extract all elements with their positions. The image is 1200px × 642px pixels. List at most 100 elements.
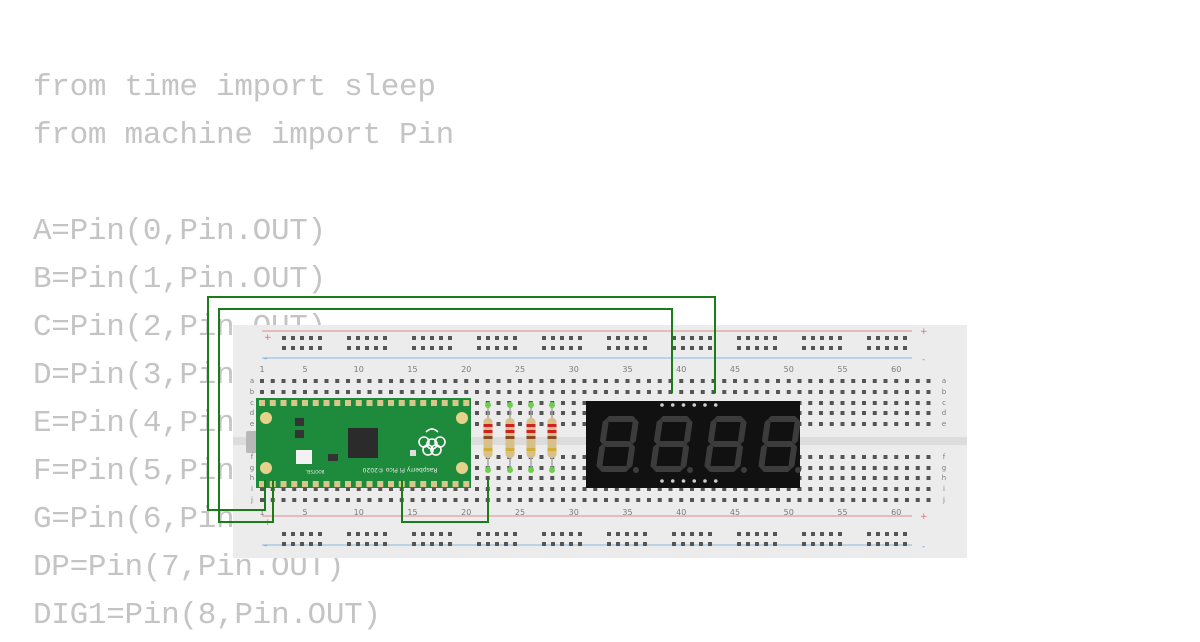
breadboard-hole[interactable] [776,379,780,383]
rail-hole[interactable] [551,542,555,546]
rail-hole[interactable] [699,532,703,536]
breadboard-hole[interactable] [270,390,275,394]
resistor-endpoint[interactable] [485,402,491,408]
rail-hole[interactable] [838,336,842,340]
breadboard-hole[interactable] [883,476,888,480]
breadboard-hole[interactable] [883,498,888,502]
breadboard-hole[interactable] [819,476,823,480]
rail-hole[interactable] [802,532,806,536]
breadboard-hole[interactable] [883,411,888,415]
rail-hole[interactable] [542,542,546,546]
breadboard-hole[interactable] [421,390,426,394]
rail-hole[interactable] [569,336,573,340]
rail-hole[interactable] [291,346,295,350]
breadboard-hole[interactable] [819,466,823,470]
breadboard-hole[interactable] [668,487,673,491]
breadboard-hole[interactable] [496,422,501,426]
breadboard-hole[interactable] [636,379,641,383]
rail-hole[interactable] [486,336,490,340]
breadboard-hole[interactable] [915,466,920,470]
breadboard-hole[interactable] [335,487,340,491]
rail-hole[interactable] [672,542,676,546]
breadboard-hole[interactable] [539,411,544,415]
breadboard-hole[interactable] [829,476,834,480]
breadboard-hole[interactable] [260,390,264,394]
breadboard-hole[interactable] [582,487,587,491]
breadboard-hole[interactable] [647,487,651,491]
rail-hole[interactable] [448,542,452,546]
breadboard-hole[interactable] [507,476,512,480]
breadboard-hole[interactable] [829,422,834,426]
breadboard-hole[interactable] [518,466,522,470]
rail-hole[interactable] [867,346,871,350]
breadboard-hole[interactable] [851,401,856,405]
breadboard-hole[interactable] [733,498,737,502]
breadboard-hole[interactable] [905,466,909,470]
rail-hole[interactable] [356,532,360,536]
breadboard-hole[interactable] [711,379,716,383]
rail-hole[interactable] [811,336,815,340]
rail-hole[interactable] [634,532,638,536]
breadboard-hole[interactable] [905,487,909,491]
breadboard-hole[interactable] [679,390,684,394]
breadboard-hole[interactable] [582,476,587,480]
rail-hole[interactable] [560,542,564,546]
rail-hole[interactable] [513,346,517,350]
breadboard-hole[interactable] [389,498,393,502]
breadboard-hole[interactable] [539,498,544,502]
breadboard-hole[interactable] [324,379,329,383]
rail-hole[interactable] [607,532,611,536]
breadboard-hole[interactable] [475,390,479,394]
rail-hole[interactable] [690,336,694,340]
breadboard-hole[interactable] [421,498,426,502]
rail-hole[interactable] [699,346,703,350]
rail-hole[interactable] [486,532,490,536]
breadboard-hole[interactable] [711,487,716,491]
breadboard-hole[interactable] [561,379,565,383]
rail-hole[interactable] [356,542,360,546]
breadboard-hole[interactable] [496,401,501,405]
rail-hole[interactable] [578,336,582,340]
breadboard-hole[interactable] [797,498,802,502]
rail-hole[interactable] [867,542,871,546]
rail-hole[interactable] [672,532,676,536]
breadboard-hole[interactable] [561,422,565,426]
breadboard-hole[interactable] [657,498,662,502]
breadboard-hole[interactable] [754,379,759,383]
breadboard-hole[interactable] [496,455,501,459]
rail-hole[interactable] [477,532,481,536]
breadboard-hole[interactable] [453,498,458,502]
rail-hole[interactable] [681,532,685,536]
breadboard-hole[interactable] [561,411,565,415]
resistor-endpoint[interactable] [507,402,513,408]
breadboard-hole[interactable] [421,379,426,383]
breadboard-hole[interactable] [829,466,834,470]
breadboard-hole[interactable] [894,379,899,383]
breadboard-hole[interactable] [808,476,813,480]
breadboard-hole[interactable] [851,390,856,394]
rail-hole[interactable] [755,532,759,536]
breadboard-hole[interactable] [313,487,318,491]
breadboard-hole[interactable] [743,379,748,383]
rail-hole[interactable] [885,346,889,350]
breadboard-hole[interactable] [260,498,264,502]
breadboard-hole[interactable] [668,498,673,502]
breadboard-hole[interactable] [819,487,823,491]
rail-hole[interactable] [634,346,638,350]
resistors[interactable] [483,402,557,473]
rail-hole[interactable] [300,336,304,340]
rail-hole[interactable] [356,336,360,340]
rail-hole[interactable] [486,542,490,546]
breadboard-hole[interactable] [389,379,393,383]
breadboard-hole[interactable] [518,401,522,405]
rail-hole[interactable] [867,336,871,340]
rail-hole[interactable] [690,346,694,350]
breadboard-hole[interactable] [614,498,619,502]
breadboard-hole[interactable] [389,390,393,394]
breadboard-hole[interactable] [432,390,436,394]
rail-hole[interactable] [876,542,880,546]
breadboard-hole[interactable] [905,401,909,405]
rail-hole[interactable] [318,346,322,350]
breadboard-hole[interactable] [894,401,899,405]
breadboard-hole[interactable] [872,487,877,491]
